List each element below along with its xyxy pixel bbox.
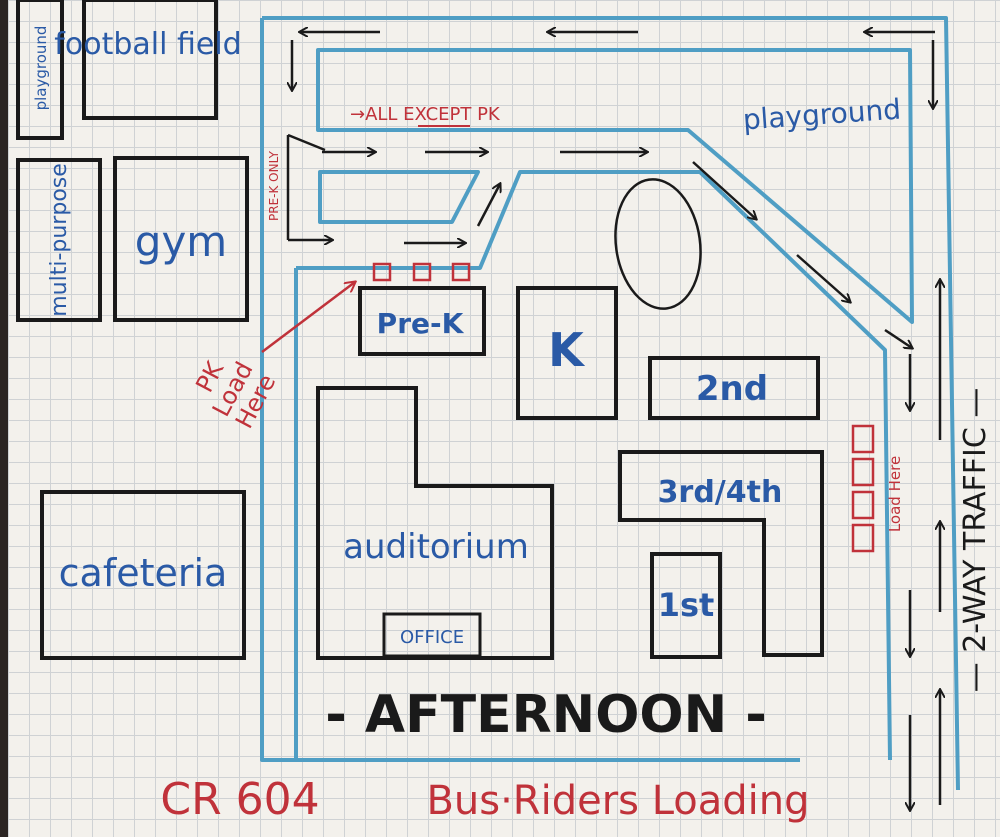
load-here-note: Load Here [886, 456, 904, 532]
road-cr604-label: CR 604 [160, 774, 319, 825]
route-inner-boundary [294, 170, 892, 761]
pre-k-outline [358, 286, 486, 356]
second-grade-label: 2nd [696, 369, 768, 409]
playground-small-label: playground [32, 26, 50, 111]
oval-track [614, 178, 702, 310]
pk-load-note: PK Load Here [190, 356, 281, 433]
pk-loading-spot [412, 262, 432, 282]
arrow-diagonal [476, 184, 500, 227]
playground-right-label: playground [742, 93, 902, 137]
all-except-pk-note: →ALL EXCEPT PK [350, 104, 501, 125]
multipurpose-label: multi-purpose [47, 163, 72, 317]
bus-loading-spot [851, 457, 875, 487]
pk-load-pointer [261, 282, 355, 353]
buildings [16, 0, 824, 660]
building-labels: playground football field multi-purpose … [32, 26, 902, 648]
pre-k-island [318, 170, 480, 224]
route-outer-boundary [260, 16, 960, 791]
auditorium-label: auditorium [343, 527, 529, 567]
traffic-arrows [286, 32, 940, 810]
gym-outline [113, 156, 249, 322]
kindergarten-outline [516, 286, 618, 420]
driveway-upper-boundary [316, 48, 914, 324]
multipurpose-outline [16, 158, 102, 322]
afternoon-title: - AFTERNOON - [325, 685, 767, 745]
auditorium-outline [316, 386, 554, 660]
pre-k-only-note: PRE-K ONLY [267, 150, 281, 221]
loading-spots [261, 262, 875, 553]
pre-k-label: Pre-K [377, 307, 465, 340]
first-grade-outline [650, 552, 722, 659]
football-field-outline [82, 0, 218, 120]
pk-loading-spot [451, 262, 471, 282]
bus-loading-spot [851, 523, 875, 553]
cafeteria-label: cafeteria [59, 551, 228, 595]
arrow-diagonal [692, 161, 756, 219]
pk-loading-spot [372, 262, 392, 282]
bus-riders-loading-caption: Bus·Riders Loading [426, 778, 809, 824]
route-notes: →ALL EXCEPT PK PRE-K ONLY PK Load Here L… [190, 104, 904, 532]
first-grade-label: 1st [658, 586, 715, 624]
cafeteria-outline [40, 490, 246, 660]
two-way-traffic-label: — 2-WAY TRAFFIC — [958, 388, 993, 693]
football-field-label: football field [54, 27, 241, 62]
third-fourth-label: 3rd/4th [658, 475, 783, 510]
third-fourth-outline [618, 450, 824, 657]
bus-route [260, 16, 960, 791]
kindergarten-label: K [548, 323, 586, 377]
gym-label: gym [135, 217, 227, 266]
second-grade-outline [648, 356, 820, 420]
arrow-diagonal [884, 328, 912, 348]
playground-small-outline [16, 0, 64, 140]
bus-loading-spot [851, 424, 875, 454]
bus-loading-spot [851, 490, 875, 520]
office-label: OFFICE [400, 627, 464, 648]
arrow-diagonal [796, 254, 850, 302]
pre-k-branch-line [286, 133, 326, 240]
office-outline [382, 612, 482, 658]
grid-paper [8, 0, 1000, 837]
